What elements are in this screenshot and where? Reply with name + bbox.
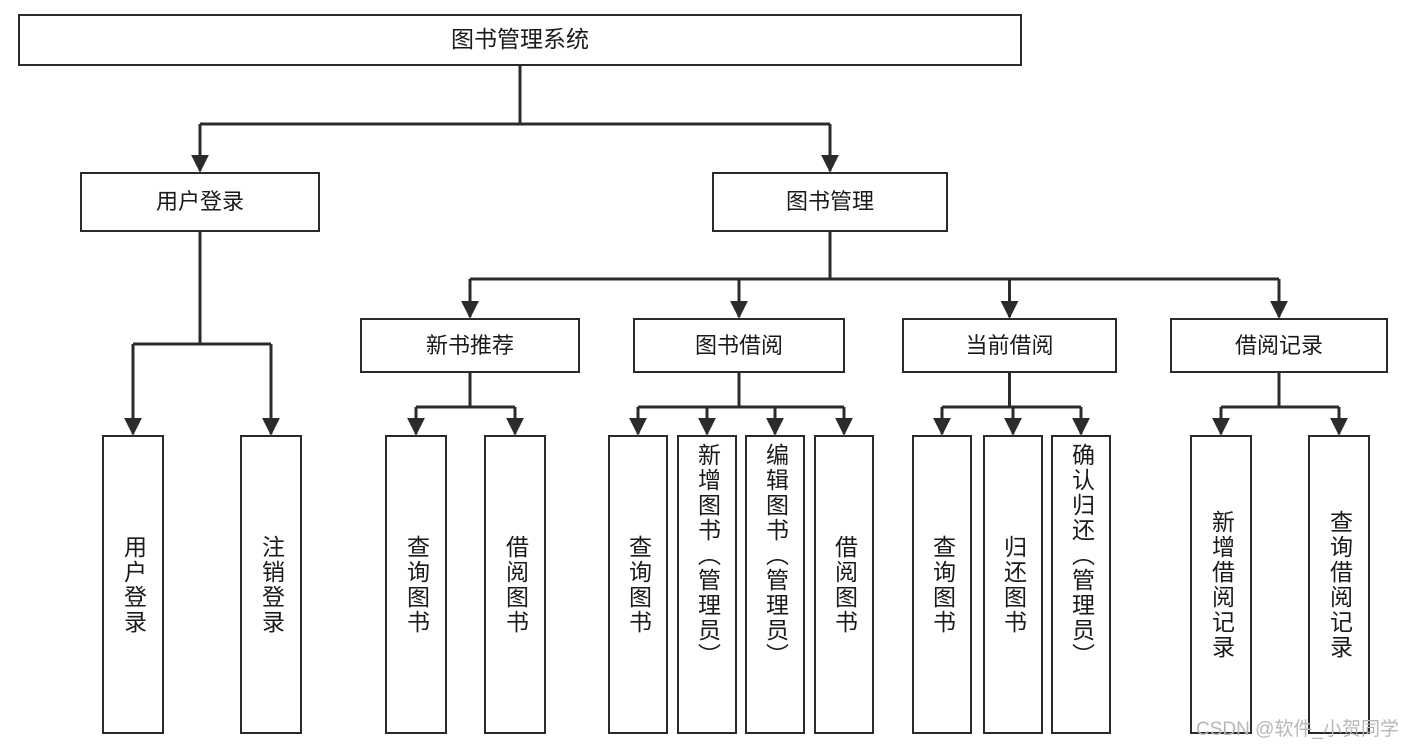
node-leaf-borrow-book-2[interactable]: 借阅图书: [814, 435, 874, 734]
node-leaf-return-book[interactable]: 归还图书: [983, 435, 1043, 734]
node-label: 图书管理系统: [451, 26, 589, 53]
node-leaf-query-book-2[interactable]: 查询图书: [608, 435, 668, 734]
node-root[interactable]: 图书管理系统: [18, 14, 1022, 66]
node-label: 借阅记录: [1234, 332, 1323, 358]
node-label: 图书管理: [785, 189, 874, 215]
node-label: 查询图书: [403, 534, 430, 635]
node-label: 编辑图书（管理员）: [762, 443, 789, 668]
node-label: 查询图书: [929, 534, 956, 635]
node-label: 借阅图书: [502, 534, 529, 635]
node-user-login[interactable]: 用户登录: [80, 172, 320, 232]
node-leaf-query-book-3[interactable]: 查询图书: [912, 435, 972, 734]
node-label: 查询借阅记录: [1326, 509, 1353, 660]
node-leaf-query-record[interactable]: 查询借阅记录: [1308, 435, 1370, 734]
node-label: 借阅图书: [831, 534, 858, 635]
node-leaf-edit-book[interactable]: 编辑图书（管理员）: [745, 435, 805, 734]
node-book-manage[interactable]: 图书管理: [712, 172, 948, 232]
node-label: 用户登录: [120, 534, 147, 635]
node-book-borrow[interactable]: 图书借阅: [633, 318, 845, 373]
node-leaf-add-book[interactable]: 新增图书（管理员）: [677, 435, 737, 734]
node-label: 当前借阅: [965, 332, 1054, 358]
node-label: 注销登录: [258, 534, 285, 635]
node-leaf-add-record[interactable]: 新增借阅记录: [1190, 435, 1252, 734]
node-new-book-rec[interactable]: 新书推荐: [360, 318, 580, 373]
node-label: 用户登录: [155, 189, 244, 215]
csdn-watermark: CSDN @软件_小贺同学: [1196, 719, 1399, 740]
node-leaf-confirm-return[interactable]: 确认归还（管理员）: [1051, 435, 1111, 734]
node-label: 归还图书: [1000, 534, 1027, 635]
node-current-borrow[interactable]: 当前借阅: [902, 318, 1117, 373]
node-label: 查询图书: [625, 534, 652, 635]
node-label: 新增图书（管理员）: [694, 443, 721, 668]
node-label: 新书推荐: [425, 332, 514, 358]
node-leaf-user-login[interactable]: 用户登录: [102, 435, 164, 734]
node-leaf-user-logout[interactable]: 注销登录: [240, 435, 302, 734]
node-leaf-borrow-book-1[interactable]: 借阅图书: [484, 435, 546, 734]
node-label: 图书借阅: [694, 332, 783, 358]
node-label: 新增借阅记录: [1208, 509, 1235, 660]
node-leaf-query-book-1[interactable]: 查询图书: [385, 435, 447, 734]
node-borrow-record[interactable]: 借阅记录: [1170, 318, 1388, 373]
node-label: 确认归还（管理员）: [1068, 443, 1095, 668]
